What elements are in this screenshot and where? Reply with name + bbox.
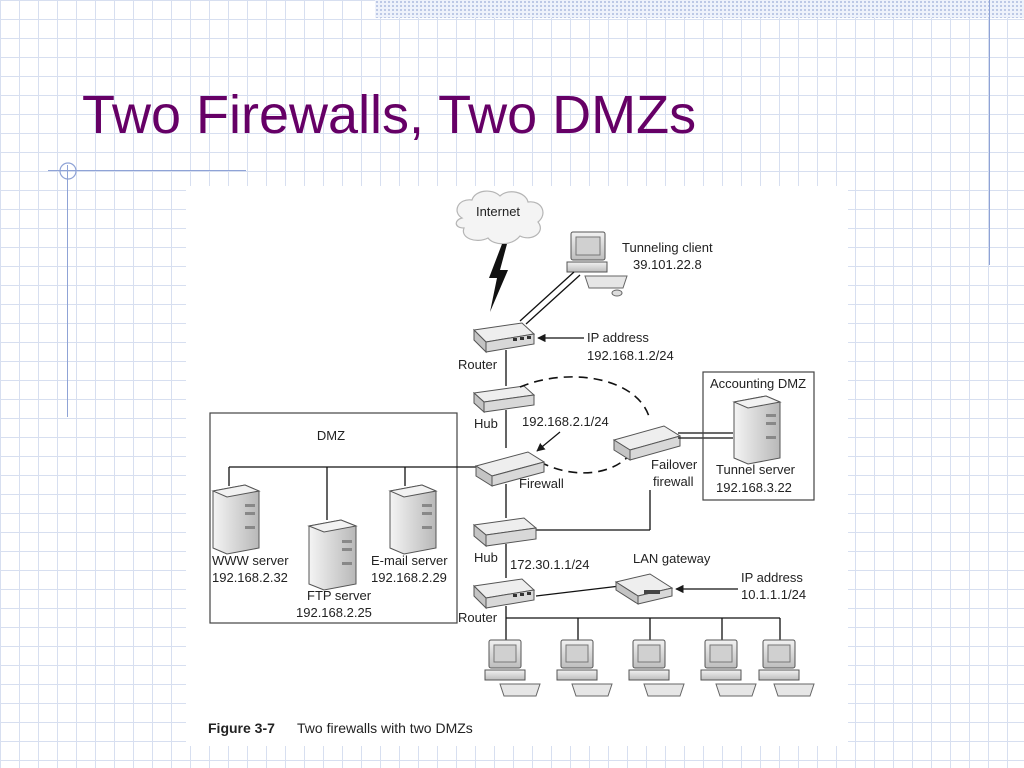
www-server-ip: 192.168.2.32	[212, 570, 288, 585]
left-decorative-line	[67, 165, 68, 417]
email-server-label: E-mail server	[371, 553, 448, 568]
internet-label: Internet	[476, 204, 520, 219]
failover-firewall-label-1: Failover	[651, 457, 698, 472]
accounting-dmz-label: Accounting DMZ	[710, 376, 806, 391]
lan-gateway-device-icon	[614, 573, 674, 605]
failover-firewall-icon	[612, 425, 682, 461]
top-router-ip: 192.168.1.2/24	[587, 348, 674, 363]
tunnel-server-ip: 192.168.3.22	[716, 480, 792, 495]
bottom-hub-label: Hub	[474, 550, 498, 565]
failover-firewall-label-2: firewall	[653, 474, 694, 489]
right-decorative-line	[989, 0, 990, 265]
ftp-server-tower-icon	[307, 519, 358, 591]
lan-gateway-ip: 10.1.1.1/24	[741, 587, 806, 602]
top-router-icon	[472, 322, 536, 354]
www-server-tower-icon	[211, 484, 261, 555]
firewall-ip-label: 192.168.2.1/24	[522, 414, 609, 429]
top-decorative-band	[375, 0, 1024, 18]
bottom-router-icon	[472, 578, 536, 610]
figure-caption-text: Two firewalls with two DMZs	[297, 720, 473, 736]
ftp-server-ip: 192.168.2.25	[296, 605, 372, 620]
tunnel-server-tower-icon	[732, 395, 782, 465]
top-hub-icon	[472, 385, 536, 414]
tunneling-client-computer-icon	[566, 231, 628, 297]
figure-caption-number: Figure 3-7	[208, 720, 275, 736]
accounting-dmz-box	[702, 371, 815, 501]
top-hub-label: Hub	[474, 416, 498, 431]
tunneling-client-label: Tunneling client	[622, 240, 713, 255]
workstation-icon	[758, 639, 815, 697]
www-server-label: WWW server	[212, 553, 289, 568]
top-router-label: Router	[458, 357, 498, 372]
title-circle-ornament	[59, 162, 77, 180]
workstation-icon	[628, 639, 685, 697]
lan-gateway-label: LAN gateway	[633, 551, 711, 566]
failover-heartbeat-link	[519, 376, 651, 421]
workstation-icon	[700, 639, 757, 697]
bottom-hub-icon	[472, 517, 538, 548]
lightning-bolt-icon	[489, 244, 508, 312]
lan-workstations	[484, 618, 815, 697]
dmz-label: DMZ	[317, 428, 345, 443]
bottom-router-label: Router	[458, 610, 498, 625]
internet-cloud: Internet	[455, 190, 544, 245]
title-underline	[48, 170, 246, 171]
firewall-label: Firewall	[519, 476, 564, 491]
email-server-tower-icon	[388, 484, 438, 555]
network-diagram-figure: Internet Tunneling client 39.101.22.8 Ro…	[186, 186, 848, 746]
workstation-icon	[556, 639, 613, 697]
workstation-icon	[484, 639, 541, 697]
ftp-server-label: FTP server	[307, 588, 372, 603]
email-server-ip: 192.168.2.29	[371, 570, 447, 585]
bottom-hub-ip: 172.30.1.1/24	[510, 557, 590, 572]
tunnel-server-label: Tunnel server	[716, 462, 796, 477]
top-ip-address-label: IP address	[587, 330, 649, 345]
firewall-icon	[474, 451, 546, 487]
tunneling-client-ip: 39.101.22.8	[633, 257, 702, 272]
dmz-zone-box	[209, 412, 458, 624]
bottom-ip-address-label: IP address	[741, 570, 803, 585]
slide-title: Two Firewalls, Two DMZs	[82, 85, 697, 145]
network-diagram: Internet Tunneling client 39.101.22.8 Ro…	[208, 190, 815, 736]
